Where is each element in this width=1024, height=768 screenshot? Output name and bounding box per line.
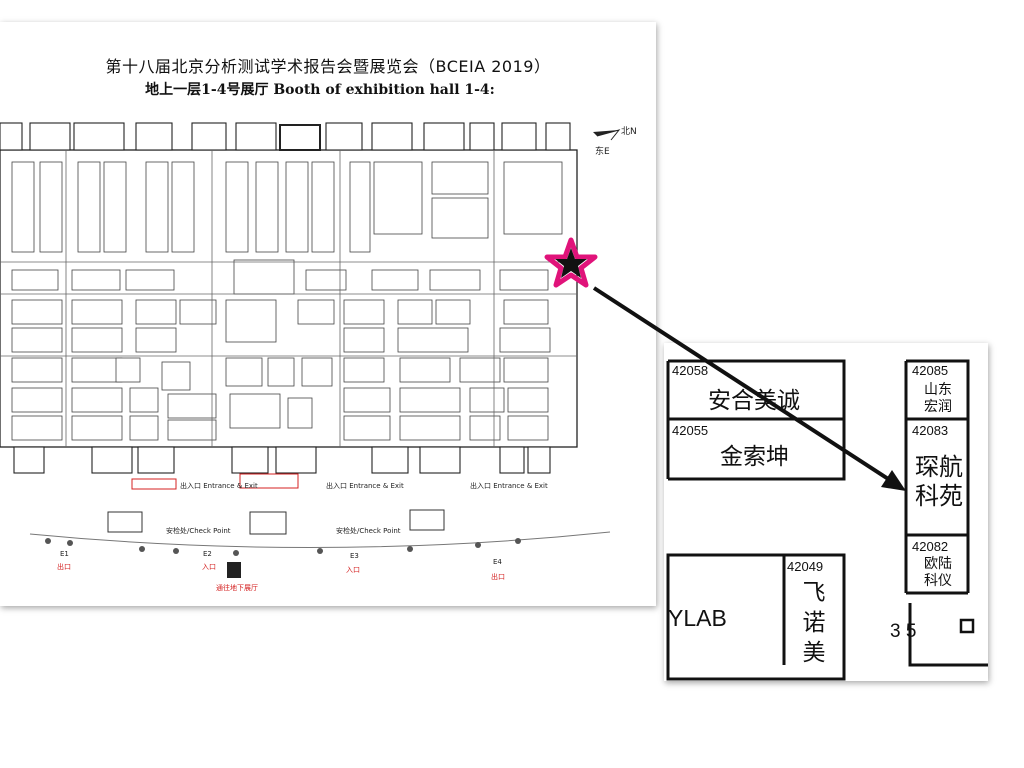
entrance-exit-label-2: 出入口 Entrance & Exit — [326, 482, 404, 490]
exit-label-e1: 出口 — [57, 563, 71, 571]
entry-label-e3: 入口 — [346, 566, 360, 574]
booth-42055-name: 金索坤 — [720, 443, 789, 469]
checkpoint-booths — [107, 509, 445, 535]
gate-e4: E4 — [493, 558, 502, 566]
checkpoint-label-1: 安检处/Check Point — [166, 527, 231, 535]
bollards — [45, 538, 521, 556]
top-service-rooms — [0, 122, 571, 151]
aisles — [0, 150, 577, 447]
map-subtitle: 地上一层1-4号展厅 Booth of exhibition hall 1-4: — [145, 82, 495, 98]
red-booths — [131, 473, 299, 490]
checkpoint-label-2: 安检处/Check Point — [336, 527, 401, 535]
hall-plan — [0, 122, 611, 578]
compass-arrow-icon — [593, 129, 621, 141]
gate-e3: E3 — [350, 552, 359, 560]
booth-42083-name: 琛航科苑 — [915, 454, 963, 510]
underground-link-label: 通往地下展厅 — [216, 584, 258, 592]
compass-north-label: 北N — [621, 127, 637, 137]
floor-plan-map: 第十八届北京分析测试学术报告会暨展览会（BCEIA 2019） 地上一层1-4号… — [0, 22, 656, 606]
booth-grid — [11, 161, 563, 441]
stairs-icon — [227, 562, 241, 578]
bottom-entrances — [13, 446, 551, 474]
booth-42083-number: 42083 — [912, 423, 949, 438]
compass: 北N 东E — [585, 120, 645, 160]
checkpoint-line — [29, 531, 611, 549]
booth-42058-name: 安合美诚 — [708, 387, 800, 413]
entrance-exit-label-1: 出入口 Entrance & Exit — [180, 482, 258, 490]
booth-42049-number: 42049 — [787, 559, 824, 574]
booth-42049-name: 飞诺美 — [802, 579, 826, 665]
booth-42085-number: 42085 — [912, 363, 949, 378]
booth-42082-number: 42082 — [912, 539, 949, 554]
booth-zoom-detail: 42058 安合美诚 42055 金索坤 42049 飞诺美 YLAB 4208… — [664, 343, 988, 681]
gate-e1: E1 — [60, 550, 69, 558]
booth-42058-number: 42058 — [672, 363, 709, 378]
entrance-exit-label-3: 出入口 Entrance & Exit — [470, 482, 548, 490]
booth-ylab-name: YLAB — [668, 605, 727, 631]
gate-e2: E2 — [203, 550, 212, 558]
exit-label-e4: 出口 — [491, 573, 505, 581]
aisle-marker: 3 5 — [890, 621, 917, 642]
booth-42082-name: 欧陆科仪 — [924, 555, 952, 588]
entry-label-e2: 入口 — [202, 563, 216, 571]
compass-east-label: 东E — [595, 147, 610, 157]
booth-42055-number: 42055 — [672, 423, 709, 438]
map-title: 第十八届北京分析测试学术报告会暨展览会（BCEIA 2019） — [105, 57, 551, 76]
booth-42085-name: 山东宏润 — [924, 381, 952, 414]
